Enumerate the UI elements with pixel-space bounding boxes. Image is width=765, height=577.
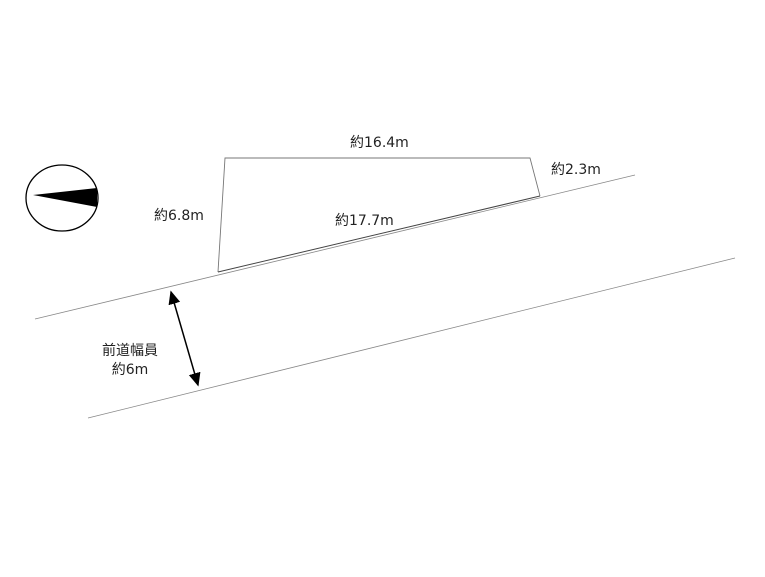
road-edge-top (34, 174, 636, 320)
left-side-label: 約6.8m (154, 208, 204, 224)
right-side-label: 約2.3m (551, 162, 601, 178)
lot-boundary (217, 157, 541, 273)
road-title-label: 前道幅員 (102, 343, 158, 359)
road-width-arrow (168, 290, 201, 387)
frontage-label: 約17.7m (335, 213, 394, 229)
lot-frontage (217, 195, 541, 273)
road-width-label: 約6m (111, 362, 149, 378)
road-edge-bottom (87, 257, 736, 419)
north-arrow-icon (25, 164, 99, 232)
top-width-label: 約16.4m (350, 135, 409, 151)
